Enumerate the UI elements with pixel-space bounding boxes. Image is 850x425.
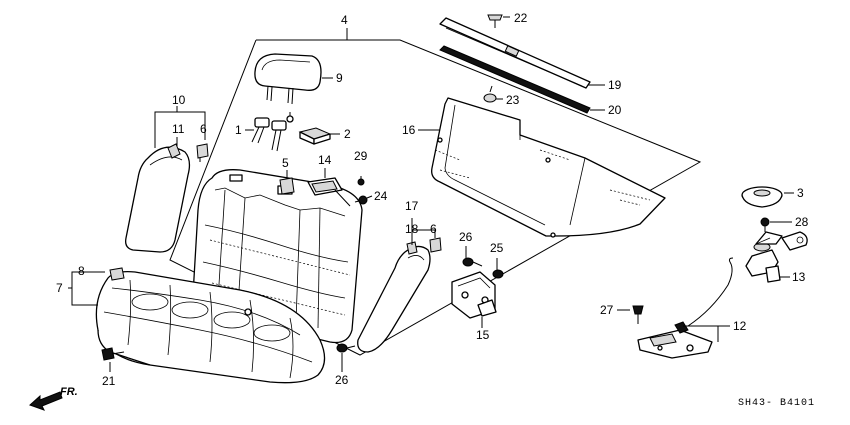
callout-19: 19 — [608, 78, 622, 92]
clip-6-right — [429, 237, 442, 253]
leader-7-bracket — [68, 271, 105, 306]
leader-17-bracket — [411, 218, 436, 245]
callout-26-upper: 26 — [459, 230, 473, 244]
lock-cylinder-13 — [745, 231, 808, 283]
callout-6-right: 6 — [430, 222, 437, 236]
callout-1: 1 — [235, 123, 242, 137]
callout-10: 10 — [172, 93, 186, 107]
callout-9: 9 — [336, 71, 343, 85]
callout-3: 3 — [797, 186, 804, 200]
callout-24: 24 — [374, 189, 388, 203]
fastener-24 — [354, 195, 368, 205]
callout-17: 17 — [405, 199, 419, 213]
shelf-rail-19 — [439, 17, 591, 89]
headrest — [254, 53, 322, 105]
callout-21: 21 — [102, 374, 116, 388]
callout-29: 29 — [354, 149, 368, 163]
callout-28: 28 — [795, 215, 809, 229]
callout-8: 8 — [78, 264, 85, 278]
headrest-guide-1 — [251, 112, 294, 152]
leader-10-bracket — [154, 106, 206, 148]
cylinder-cap-3 — [741, 186, 783, 208]
callout-11: 11 — [172, 122, 185, 136]
seatback-assembly-outline — [169, 28, 702, 356]
clip-23 — [483, 85, 497, 103]
leader-12-bracket — [683, 325, 730, 342]
screw-29 — [357, 176, 365, 186]
callout-14: 14 — [318, 153, 332, 167]
nut-26-upper — [462, 257, 483, 267]
grommet-12 — [674, 321, 689, 334]
callout-16: 16 — [402, 123, 416, 137]
seat-cushion — [95, 267, 326, 384]
callout-22: 22 — [514, 11, 528, 25]
callout-2: 2 — [344, 127, 351, 141]
nut-25 — [492, 269, 504, 279]
callout-4: 4 — [341, 13, 348, 27]
callout-23: 23 — [506, 93, 520, 107]
callout-6-left: 6 — [200, 122, 207, 136]
nut-26-lower — [336, 343, 356, 353]
seatback-clip-5 — [279, 177, 295, 195]
callout-27: 27 — [600, 303, 614, 317]
callout-20: 20 — [608, 103, 622, 117]
callout-25: 25 — [490, 241, 504, 255]
callout-12: 12 — [733, 319, 747, 333]
callout-18: 18 — [405, 222, 419, 236]
shelf-rail-20 — [439, 45, 591, 114]
bolt-21 — [101, 347, 125, 361]
callout-7: 7 — [56, 281, 63, 295]
hinge-bracket-15 — [451, 271, 497, 319]
callout-26-lower: 26 — [335, 373, 349, 387]
clip-22 — [487, 14, 503, 28]
diagram-code: SH43- B4101 — [738, 398, 815, 409]
callout-13: 13 — [792, 270, 806, 284]
trunk-through-latch-14 — [307, 177, 351, 207]
latch-rod-12 — [687, 257, 734, 327]
headrest-guide-2 — [298, 127, 332, 145]
clip-6-left — [196, 143, 209, 162]
latch-assembly-12 — [637, 329, 713, 359]
leader-24 — [366, 195, 373, 199]
front-direction-arrow-icon — [29, 391, 63, 411]
side-bolster-left — [125, 143, 191, 253]
callout-5: 5 — [282, 156, 289, 170]
callout-15: 15 — [476, 328, 490, 342]
bolt-27 — [632, 305, 644, 324]
rear-shelf — [431, 97, 666, 238]
bolt-28 — [760, 217, 770, 232]
front-direction-label: FR. — [60, 386, 78, 398]
